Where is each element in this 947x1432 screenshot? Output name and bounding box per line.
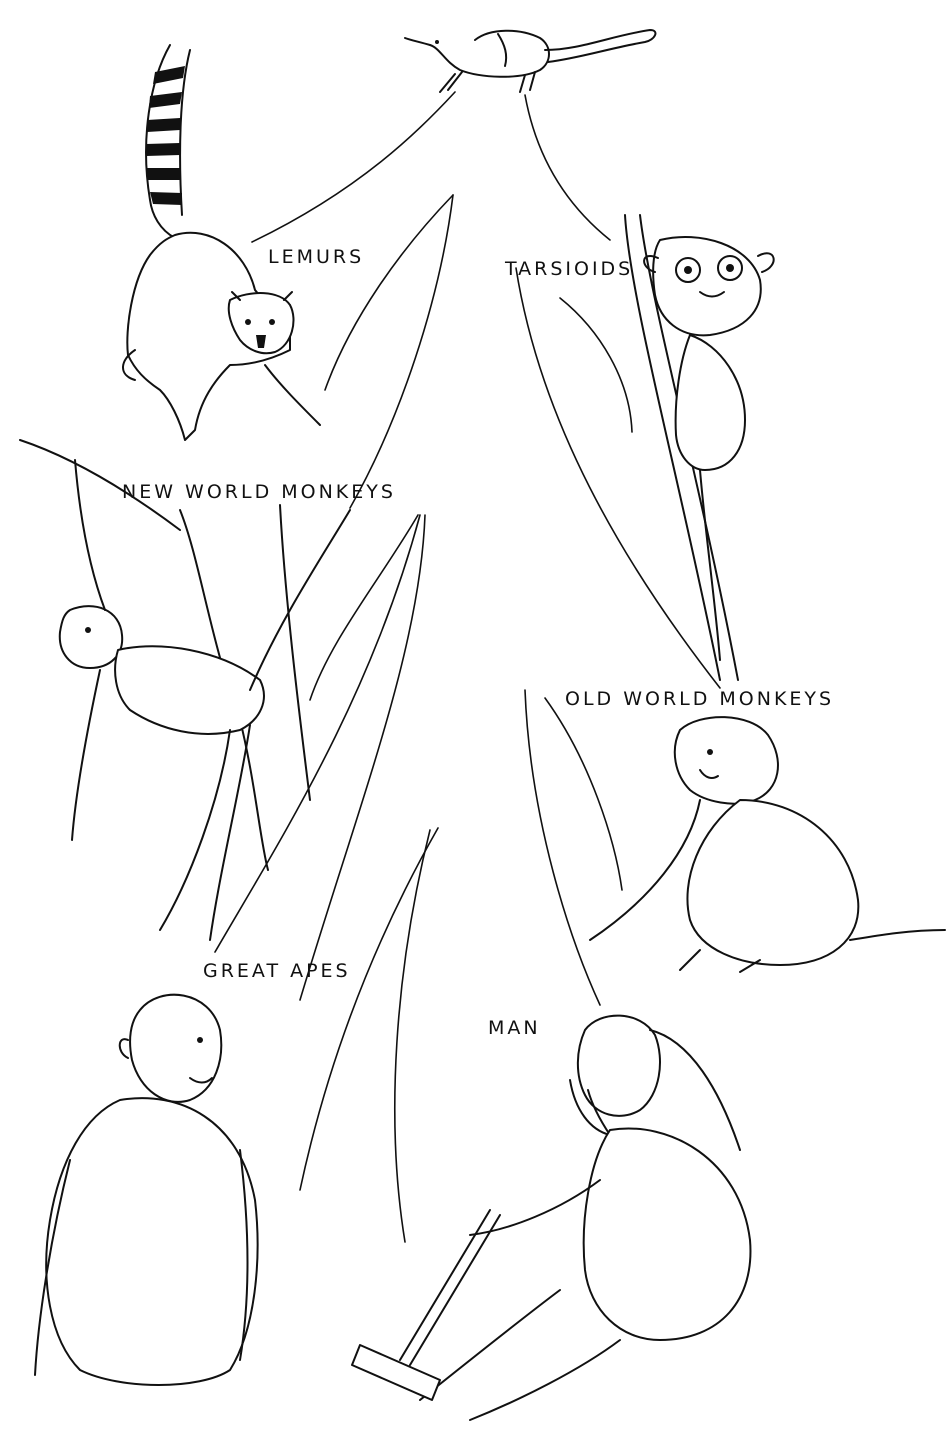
new-world-monkey-illustration bbox=[20, 440, 350, 940]
branch-tarsioid-inner bbox=[560, 298, 632, 432]
label-lemurs: LEMURS bbox=[268, 246, 364, 268]
tree-shrew-illustration bbox=[405, 30, 655, 92]
branch-root-to-tarsioids bbox=[525, 95, 610, 240]
branch-new-world-right bbox=[300, 515, 425, 1000]
label-tarsioids: TARSIOIDS bbox=[505, 258, 633, 280]
branch-root-to-lemurs bbox=[252, 92, 455, 242]
branch-old-world-inner bbox=[545, 698, 622, 890]
label-great-apes: GREAT APES bbox=[203, 960, 351, 982]
great-ape-illustration bbox=[35, 995, 258, 1385]
label-new-world-monkeys: NEW WORLD MONKEYS bbox=[122, 481, 396, 503]
tarsier-illustration bbox=[625, 215, 774, 680]
branch-great-apes bbox=[215, 515, 420, 952]
lemur-tail-stripes bbox=[146, 66, 185, 205]
branch-great-apes-inner bbox=[300, 828, 438, 1190]
branch-man-inner bbox=[395, 830, 430, 1242]
branch-to-man bbox=[525, 690, 600, 1005]
branch-fork-to-new-world bbox=[350, 195, 453, 508]
label-man: MAN bbox=[488, 1017, 541, 1039]
man-illustration bbox=[352, 1016, 750, 1420]
label-old-world-monkeys: OLD WORLD MONKEYS bbox=[565, 688, 834, 710]
old-world-monkey-illustration bbox=[590, 717, 945, 972]
lemur-illustration bbox=[123, 45, 320, 440]
